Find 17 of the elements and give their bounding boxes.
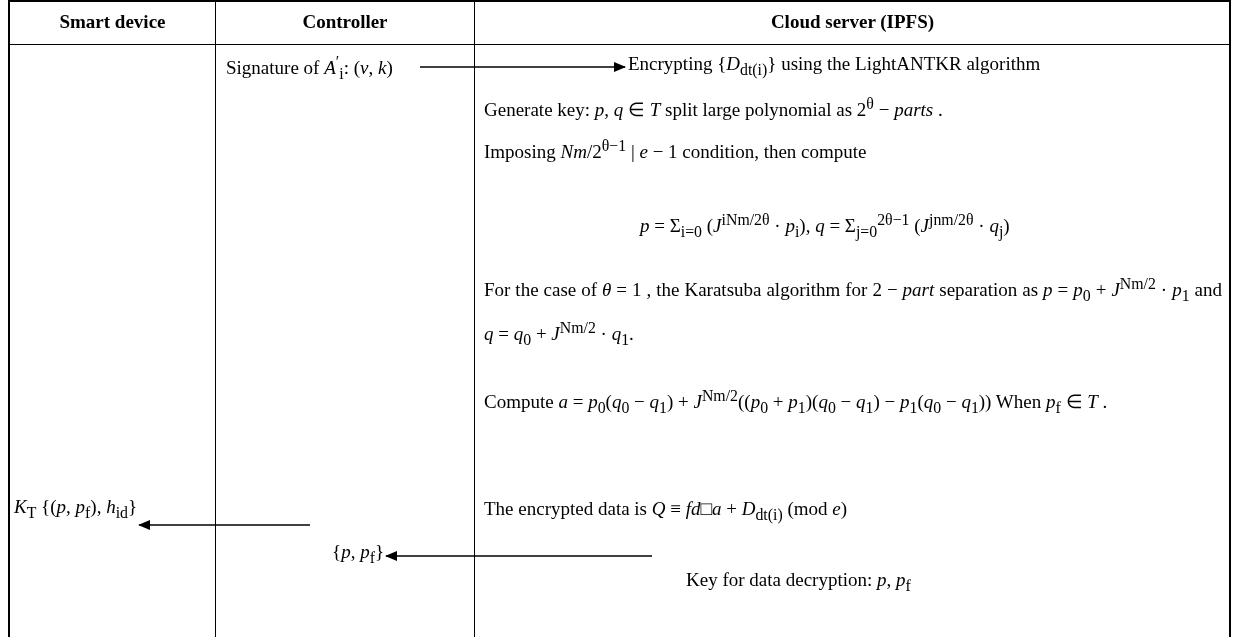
text-line: Generate key: p, q ∈ T split large polynomial as 2$^{θ}$ − parts . (484, 94, 944, 123)
arrow (419, 62, 626, 72)
text-line: Imposing Nm/2$^{θ−1}$ | e − 1 condition, then compute (484, 136, 868, 165)
message-text: K$_{T}$ {(p, p$_{f}$), h$_{id}$} (14, 495, 138, 523)
message-text: Signature of A$^{′}$$_{i}$: (v, k) (226, 52, 416, 84)
equation: p = Σ$_{i=0}$ (J$^{iNm/2θ}$ · p$_{i}$), q = Σ$_{j=0}$$^{2θ−1}$ (J$^{jnm/2θ}$ · q$_{j}$) (640, 210, 1011, 242)
message-text: {p, p$_{f}$} (312, 520, 385, 568)
column-header: Controller (301, 10, 389, 34)
message-text: Key for data decryption: p, p$_{f}$ (654, 550, 911, 596)
paragraph: For the case of θ = 1 , the Karatsuba algorithm for 2 − part separation as p = p$_{0}$ + J$^{Nm/2}$ · p$_{1}$ and q = q$_{0}$ + J$^{Nm/2}$ · q$_{1}$. (484, 274, 1222, 350)
arrow (138, 520, 311, 530)
arrow (385, 551, 653, 561)
column-header: Smart device (58, 10, 167, 34)
process-text: Encrypting {D$_{dt(i)}$} using the LightANTKR algorithm (628, 52, 1041, 80)
column-header: Cloud server (IPFS) (769, 10, 936, 34)
paragraph: Compute a = p$_{0}$(q$_{0}$ − q$_{1}$) + J$^{Nm/2}$((p$_{0}$ + p$_{1}$)(q$_{0}$ − q$_{1}$) − p$_{1}$(q$_{0}$ − q$_{1}$)) When p$_{f}$ ∈ T . (484, 386, 1109, 419)
text-line: The encrypted data is Q ≡ fd□a + D$_{dt(i)}$ (mod e) (484, 497, 849, 525)
